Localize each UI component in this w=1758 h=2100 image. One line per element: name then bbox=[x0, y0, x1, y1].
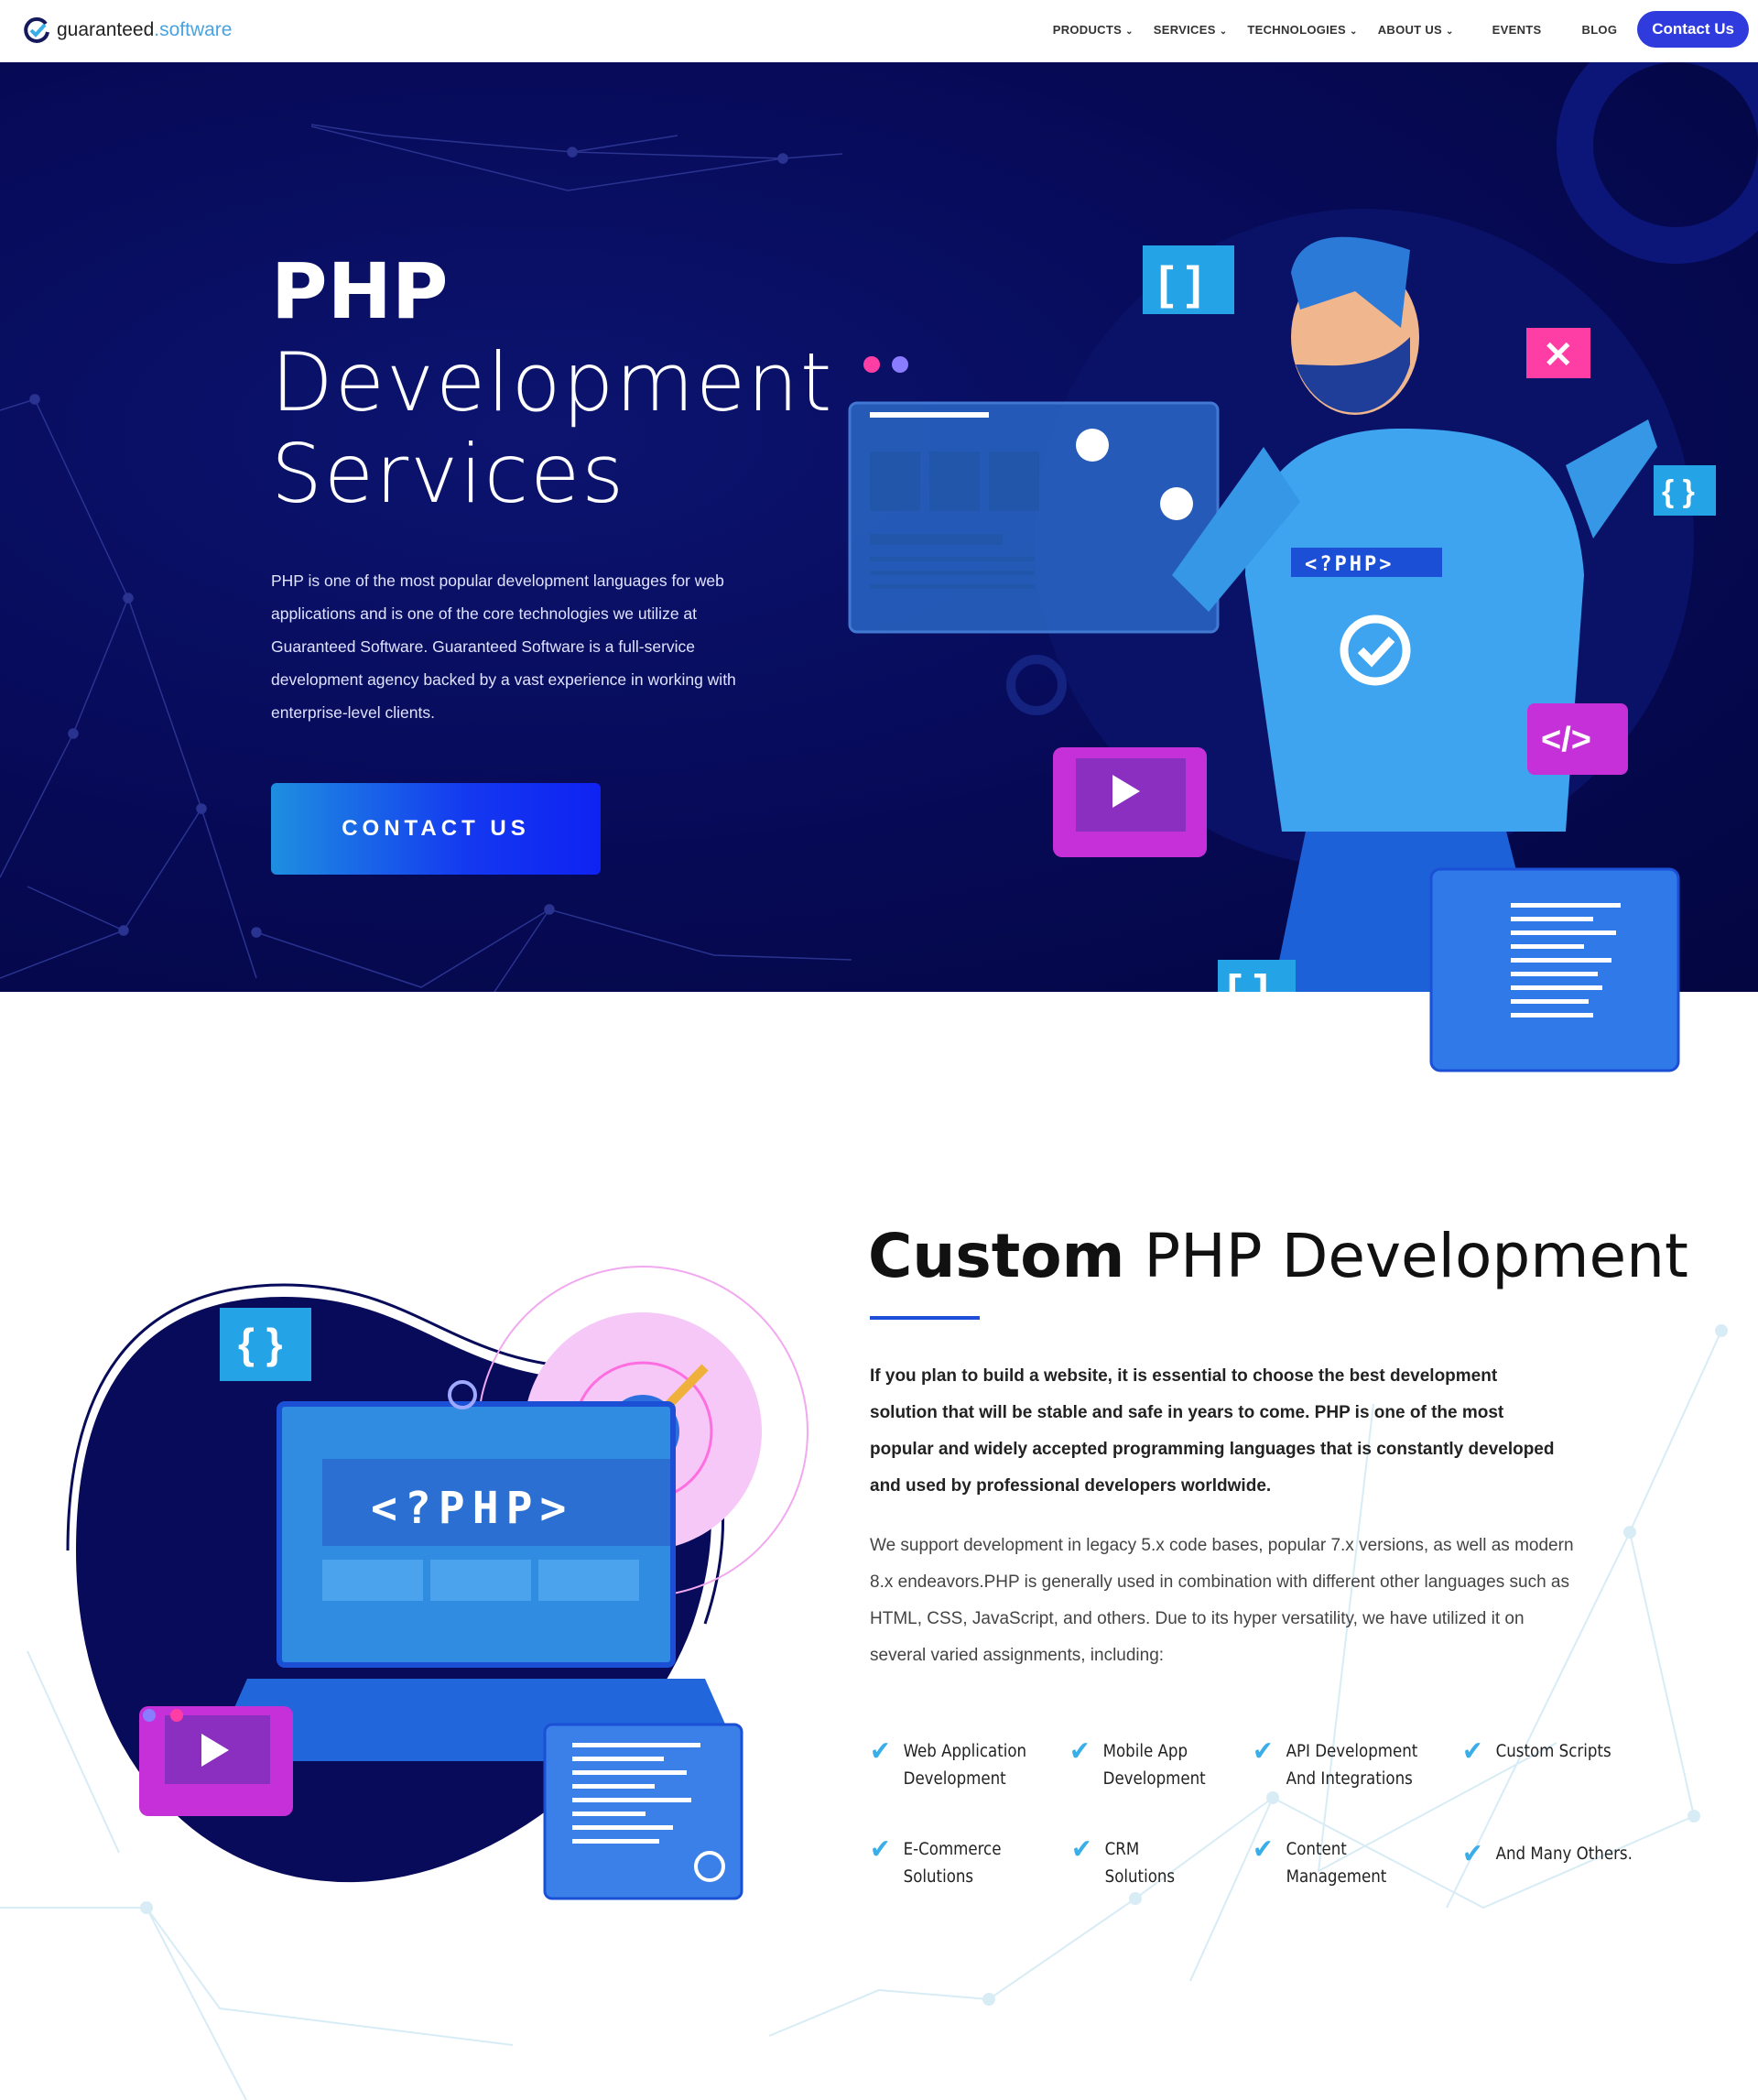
chevron-down-icon: ⌄ bbox=[1125, 26, 1134, 37]
check-icon: ✔ bbox=[1253, 1735, 1274, 1768]
chevron-down-icon: ⌄ bbox=[1445, 26, 1454, 37]
feature-item: ✔And Many Others. bbox=[1462, 1838, 1633, 1870]
network-background bbox=[0, 124, 852, 992]
check-icon: ✔ bbox=[1071, 1833, 1092, 1866]
check-icon: ✔ bbox=[1069, 1735, 1091, 1768]
contact-us-button[interactable]: CONTACT US bbox=[271, 783, 601, 875]
developer-illustration: <?PHP> [ ] ✕ { } </> [ ] bbox=[848, 236, 1716, 992]
feature-item: ✔Web Application Development bbox=[870, 1738, 1062, 1793]
custom-php-section: <?PHP> { } Custom PHP Development If you… bbox=[0, 992, 1758, 2100]
feature-item: ✔API Development And Integrations bbox=[1253, 1738, 1445, 1793]
check-icon: ✔ bbox=[1253, 1833, 1274, 1866]
svg-text:[ ]: [ ] bbox=[1158, 257, 1201, 309]
shirt-text: <?PHP> bbox=[1305, 553, 1394, 576]
laptop-text: <?PHP> bbox=[371, 1483, 573, 1534]
title-underline bbox=[870, 1316, 980, 1320]
chevron-down-icon: ⌄ bbox=[1350, 26, 1358, 37]
feature-item: ✔Custom Scripts bbox=[1462, 1735, 1612, 1768]
check-icon: ✔ bbox=[1462, 1735, 1483, 1768]
check-icon: ✔ bbox=[870, 1735, 891, 1768]
top-nav: guaranteed.software PRODUCTS⌄ SERVICES⌄ … bbox=[0, 0, 1758, 62]
svg-text:</>: </> bbox=[1541, 721, 1591, 759]
nav-products[interactable]: PRODUCTS⌄ bbox=[1052, 22, 1134, 37]
nav-services[interactable]: SERVICES⌄ bbox=[1153, 22, 1228, 37]
svg-text:{ }: { } bbox=[238, 1320, 283, 1367]
logo-text: guaranteed bbox=[57, 19, 155, 40]
check-icon: ✔ bbox=[1462, 1838, 1483, 1870]
svg-text:[ ]: [ ] bbox=[1227, 967, 1268, 992]
section-intro: If you plan to build a website, it is es… bbox=[870, 1366, 1555, 1496]
check-icon: ✔ bbox=[870, 1833, 891, 1866]
svg-text:{ }: { } bbox=[1662, 474, 1695, 509]
chevron-down-icon: ⌄ bbox=[1219, 26, 1228, 37]
nav-about-us[interactable]: ABOUT US⌄ bbox=[1377, 22, 1454, 37]
laptop-illustration: <?PHP> { } bbox=[66, 1266, 808, 1900]
section-body: We support development in legacy 5.x cod… bbox=[870, 1536, 1574, 1665]
contact-us-nav-button[interactable]: Contact Us bbox=[1637, 11, 1749, 48]
nav-blog[interactable]: BLOG bbox=[1581, 22, 1618, 37]
network-background-light bbox=[0, 1324, 1728, 2100]
svg-text:✕: ✕ bbox=[1543, 335, 1574, 375]
nav-technologies[interactable]: TECHNOLOGIES⌄ bbox=[1247, 22, 1358, 37]
nav-events[interactable]: EVENTS bbox=[1492, 22, 1542, 37]
logo[interactable]: guaranteed.software bbox=[22, 16, 232, 45]
logo-check-icon bbox=[24, 16, 49, 43]
section-title: Custom PHP Development bbox=[868, 1221, 1688, 1291]
feature-item: ✔E-Commerce Solutions bbox=[870, 1836, 1007, 1891]
logo-accent: .software bbox=[154, 19, 233, 40]
hero-description: PHP is one of the most popular developme… bbox=[271, 571, 736, 722]
feature-item: ✔CRM Solutions bbox=[1071, 1836, 1209, 1891]
feature-item: ✔Mobile App Development bbox=[1069, 1738, 1262, 1793]
document-icon bbox=[1429, 867, 1680, 1072]
feature-item: ✔Content Management bbox=[1253, 1836, 1408, 1891]
